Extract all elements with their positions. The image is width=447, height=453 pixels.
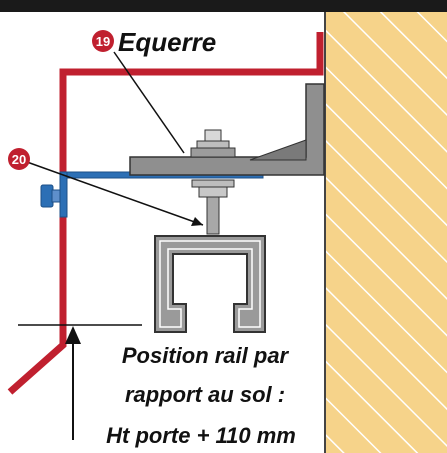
badge-20: 20 xyxy=(8,148,30,170)
equerre-label: Equerre xyxy=(118,27,216,57)
frame-profile xyxy=(7,32,324,395)
top-nut xyxy=(190,129,236,158)
note-line-1: Position rail par xyxy=(122,343,290,368)
note-line-2: rapport au sol : xyxy=(125,382,285,407)
leader-20 xyxy=(26,161,204,226)
badge-19: 19 xyxy=(92,30,114,52)
badge-20-number: 20 xyxy=(12,152,26,167)
angle-bracket xyxy=(129,83,325,176)
top-bar xyxy=(0,0,447,12)
wall xyxy=(325,12,447,453)
threaded-rod xyxy=(206,196,220,235)
side-bolt xyxy=(40,184,61,208)
height-arrow xyxy=(65,326,81,440)
badge-19-number: 19 xyxy=(96,34,110,49)
leader-19 xyxy=(113,51,185,154)
note-line-3: Ht porte + 110 mm xyxy=(106,423,296,448)
bottom-nut xyxy=(191,179,235,198)
plate-drop xyxy=(59,171,68,218)
rail-profile xyxy=(154,235,266,333)
